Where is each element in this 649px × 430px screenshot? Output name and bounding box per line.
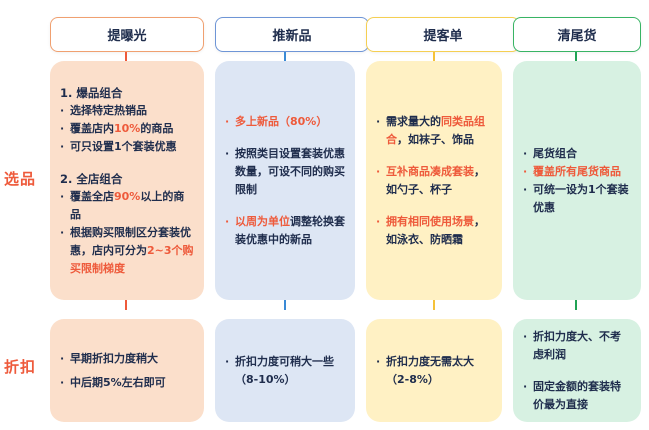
bullet-icon: · (60, 225, 65, 239)
bullet-icon: · (523, 146, 528, 160)
header-boost-exposure: 提曝光 (50, 17, 204, 52)
connector-line (433, 300, 435, 310)
list-item: ·折扣力度可稍大一些（8-10%） (225, 353, 345, 389)
list-item: ·可只设置1个套装优惠 (60, 138, 194, 156)
panel-boost-exposure-selection: 1. 爆品组合 ·选择特定热销品 ·覆盖店内10%的商品 ·可只设置1个套装优惠… (50, 61, 204, 300)
row-label-selection: 选品 (4, 170, 37, 188)
bullet-icon: · (376, 114, 381, 128)
bullet-icon: · (225, 114, 230, 128)
list-item: ·互补商品凑成套装，如勺子、杯子 (376, 163, 492, 199)
bullet-icon: · (523, 182, 528, 196)
list-item: ·折扣力度大、不考虑利润 (523, 328, 631, 364)
list-item: ·早期折扣力度稍大 (60, 350, 194, 368)
bullet-icon: · (376, 214, 381, 228)
bullet-icon: · (376, 164, 381, 178)
bullet-icon: · (225, 354, 230, 368)
bullet-icon: · (523, 329, 528, 343)
bullet-icon: · (60, 139, 65, 153)
bullet-icon: · (523, 164, 528, 178)
bullet-icon: · (376, 354, 381, 368)
list-item: ·覆盖所有尾货商品 (523, 163, 631, 181)
connector-line (125, 52, 127, 61)
row-label-discount: 折扣 (4, 358, 37, 376)
group-title: 2. 全店组合 (60, 171, 123, 186)
list-item: ·尾货组合 (523, 145, 631, 163)
bullet-icon: · (225, 146, 230, 160)
bullet-icon: · (60, 121, 65, 135)
panel-raise-order-value-discount: ·折扣力度无需太大（2-8%） (366, 319, 502, 422)
bullet-icon: · (225, 214, 230, 228)
list-item: ·选择特定热销品 (60, 102, 194, 120)
bullet-icon: · (60, 351, 65, 365)
list-item: ·根据购买限制区分套装优惠，店内可分为2~3个购买限制梯度 (60, 224, 194, 278)
group-title: 1. 爆品组合 (60, 85, 123, 100)
connector-line (284, 52, 286, 61)
list-item: ·多上新品（80%） (225, 113, 345, 131)
connector-line (433, 52, 435, 61)
list-item: ·拥有相同使用场景，如泳衣、防晒霜 (376, 213, 492, 249)
connector-line (575, 300, 577, 310)
connector-line (575, 52, 577, 61)
panel-raise-order-value-selection: ·需求量大的同类品组合，如袜子、饰品 ·互补商品凑成套装，如勺子、杯子 ·拥有相… (366, 61, 502, 300)
list-item: ·以周为单位调整轮换套装优惠中的新品 (225, 213, 345, 249)
list-item: ·中后期5%左右即可 (60, 374, 194, 392)
header-push-new: 推新品 (215, 17, 369, 52)
bullet-icon: · (60, 375, 65, 389)
header-raise-order-value: 提客单 (366, 17, 520, 52)
bullet-icon: · (523, 379, 528, 393)
panel-boost-exposure-discount: ·早期折扣力度稍大 ·中后期5%左右即可 (50, 319, 204, 422)
panel-push-new-discount: ·折扣力度可稍大一些（8-10%） (215, 319, 355, 422)
list-item: ·需求量大的同类品组合，如袜子、饰品 (376, 113, 492, 149)
bullet-icon: · (60, 189, 65, 203)
list-item: ·按照类目设置套装优惠数量，可设不同的购买限制 (225, 145, 345, 199)
list-item: ·固定金额的套装特价最为直接 (523, 378, 631, 414)
panel-push-new-selection: ·多上新品（80%） ·按照类目设置套装优惠数量，可设不同的购买限制 ·以周为单… (215, 61, 355, 300)
bullet-icon: · (60, 103, 65, 117)
list-item: ·可统一设为1个套装优惠 (523, 181, 631, 217)
list-item: ·折扣力度无需太大（2-8%） (376, 353, 492, 389)
list-item: ·覆盖店内10%的商品 (60, 120, 194, 138)
connector-line (284, 300, 286, 310)
panel-clear-inventory-discount: ·折扣力度大、不考虑利润 ·固定金额的套装特价最为直接 (513, 319, 641, 422)
header-clear-inventory: 清尾货 (513, 17, 641, 52)
connector-line (125, 300, 127, 310)
panel-clear-inventory-selection: ·尾货组合 ·覆盖所有尾货商品 ·可统一设为1个套装优惠 (513, 61, 641, 300)
list-item: ·覆盖全店90%以上的商品 (60, 188, 194, 224)
